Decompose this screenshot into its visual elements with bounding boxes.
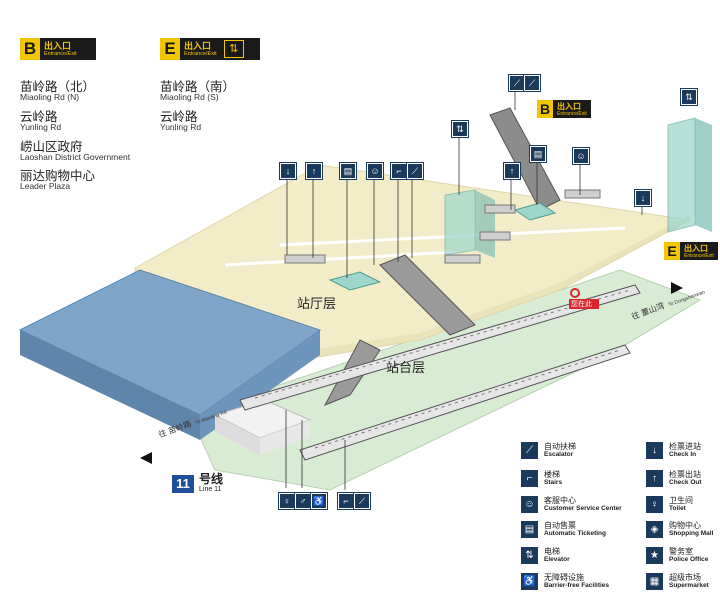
map-exit-b: B 出入口 Entrance/Exit <box>537 100 591 118</box>
gate-row-3 <box>484 204 516 214</box>
shopping-mall-side-left <box>20 330 200 440</box>
service-kiosk-2 <box>513 202 557 221</box>
escalator-icon: ⟋ <box>354 493 370 509</box>
ticket-machine-icon: ▤ <box>521 521 538 538</box>
map-exit-b-letter: B <box>537 100 553 118</box>
you-are-here-tag <box>569 299 599 309</box>
you-are-here-dot <box>570 288 580 298</box>
map-exit-e-en: Entrance/Exit <box>684 252 714 259</box>
map-exit-b-en: Entrance/Exit <box>557 110 587 117</box>
map-exit-e: E 出入口 Entrance/Exit <box>664 242 718 260</box>
exit-b-label-en: Entrance/Exit <box>44 50 77 57</box>
check-in-icon: ↓ <box>635 190 651 206</box>
concourse-level-label: 站厅层 <box>297 297 337 312</box>
elevator-shaft-b <box>444 189 476 256</box>
gate-row-1 <box>284 254 326 264</box>
line-badge: 11 号线 Line 11 <box>172 473 223 494</box>
elevator-icon: ⇅ <box>452 121 468 137</box>
line-label-cn: 号线 <box>199 472 224 486</box>
escalator-icon: ⟋ <box>407 163 423 179</box>
escalator-icon: ⟋ <box>524 75 540 91</box>
exit-e-dest-1-en: Miaoling Rd (S) <box>160 92 219 102</box>
escalator-icon: ⟋ <box>509 75 525 91</box>
exit-b-header: B 出入口 Entrance/Exit <box>20 38 96 60</box>
exit-e-label-en: Entrance/Exit <box>184 50 217 57</box>
exit-b-dest-3-en: Laoshan District Government <box>20 152 131 162</box>
service-center-icon: ☺ <box>367 163 383 179</box>
exit-e-dest-2-cn: 云岭路 <box>160 110 198 124</box>
check-in-icon: ↓ <box>646 442 663 459</box>
exit-e-letter: E <box>160 38 180 60</box>
exit-e-header: E 出入口 Entrance/Exit ⇅ <box>160 38 260 60</box>
line-label-en: Line 11 <box>199 486 222 493</box>
elevator-shaft-e <box>667 117 696 233</box>
you-are-here-label: 您在此 <box>571 301 592 308</box>
escalator-concourse <box>379 254 476 336</box>
arrow-left <box>140 452 152 464</box>
shopping-mall-icon: ◈ <box>646 521 663 538</box>
map-exit-e-cn: 出入口 <box>684 243 708 253</box>
exit-e-dest-2-en: Yunling Rd <box>160 122 202 132</box>
check-out-icon: ↑ <box>646 470 663 487</box>
check-out-icon: ↑ <box>306 163 322 179</box>
exit-b-dest-1-cn: 苗岭路（北） <box>20 80 96 94</box>
exit-b-label-cn: 出入口 <box>44 40 72 51</box>
exit-b-dest-2-cn: 云岭路 <box>20 110 58 124</box>
exit-b-dest-3-cn: 崂山区政府 <box>20 140 83 154</box>
exit-e-label-cn: 出入口 <box>184 40 212 51</box>
exit-b-letter: B <box>20 38 40 60</box>
train-lower <box>299 344 631 461</box>
exit-b-dest-1-en: Miaoling Rd (N) <box>20 92 80 102</box>
service-center-icon: ☺ <box>521 496 538 513</box>
check-in-icon: ↓ <box>280 163 296 179</box>
stairs-icon: ⌐ <box>338 493 354 509</box>
check-out-icon: ↑ <box>504 163 520 179</box>
toilet-icon: ♀ <box>279 493 295 509</box>
exit-b-dest-4-en: Leader Plaza <box>20 181 71 191</box>
elevator-icon: ⇅ <box>521 547 538 564</box>
stairs-icon: ⌐ <box>391 163 407 179</box>
exit-e-dest-1-cn: 苗岭路（南） <box>160 80 236 94</box>
ticket-machine-icon: ▤ <box>340 163 356 179</box>
escalator-icon: ⟋ <box>521 442 538 459</box>
elevator-icon: ⇅ <box>223 40 244 58</box>
exit-b-dest-4-cn: 丽达购物中心 <box>20 169 96 183</box>
service-kiosk-1 <box>328 271 382 291</box>
arrow-right <box>671 282 683 294</box>
toilet-icon: ♀ <box>646 496 663 513</box>
stairs-icon: ⌐ <box>521 470 538 487</box>
map-exit-b-cn: 出入口 <box>557 101 581 111</box>
service-center-icon: ☺ <box>573 148 589 164</box>
elevator-icon: ⇅ <box>681 89 697 105</box>
ticket-machine-icon: ▤ <box>530 146 546 162</box>
supermarket-icon: ▦ <box>646 573 663 590</box>
accessible-icon: ♿ <box>521 573 538 590</box>
escalator-exit-b <box>489 107 561 211</box>
accessible-icon: ♿ <box>311 493 327 509</box>
police-icon: ★ <box>646 547 663 564</box>
gate-row-2 <box>444 254 481 264</box>
line-number: 11 <box>172 474 194 493</box>
toilet-icon: ♂ <box>295 493 311 509</box>
gate-row-4 <box>564 189 601 199</box>
gate-row-5 <box>479 231 511 241</box>
exit-b-dest-2-en: Yunling Rd <box>20 122 62 132</box>
platform-level-label: 站台层 <box>386 361 426 376</box>
map-exit-e-letter: E <box>664 242 680 260</box>
